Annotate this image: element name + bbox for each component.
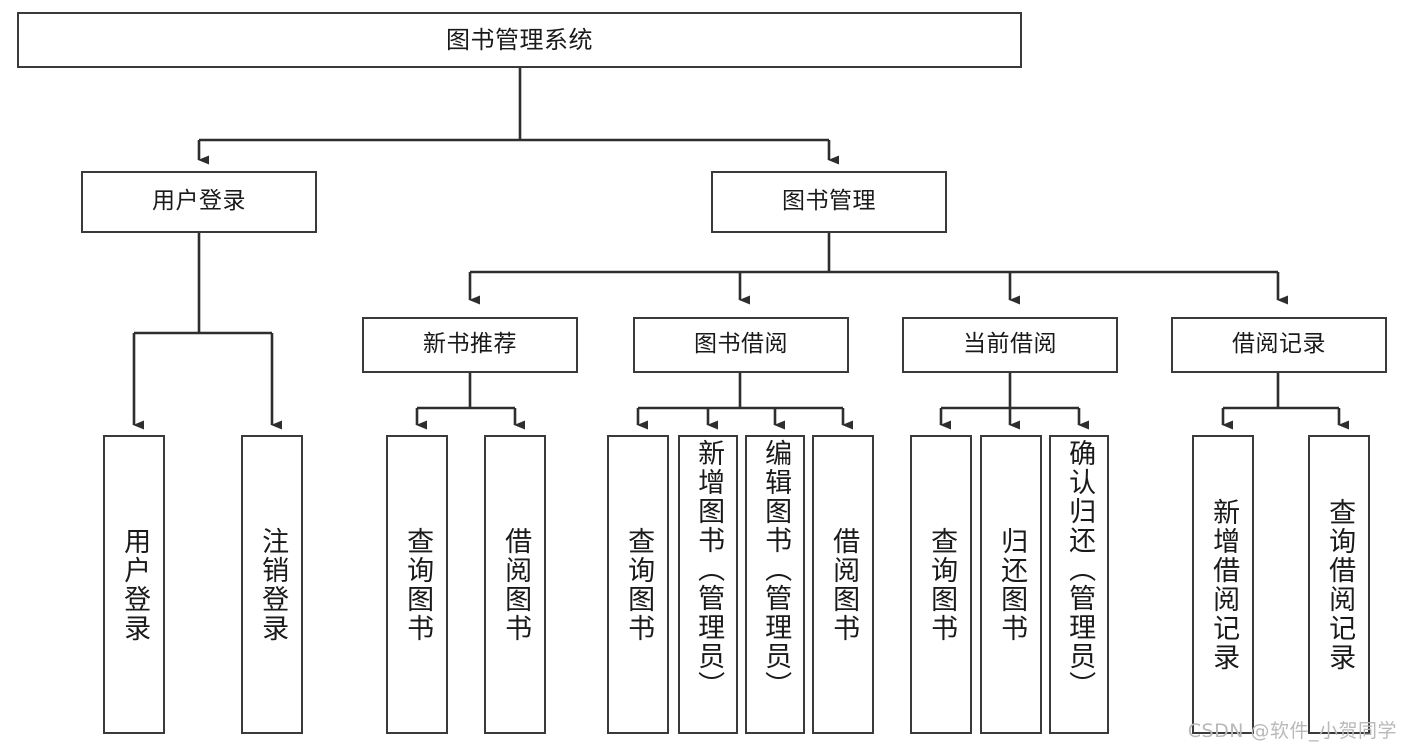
node-leaf-book-borrow-add[interactable]: 新增图书（管理员） xyxy=(678,435,738,734)
node-label: 用户登录 xyxy=(119,526,151,643)
node-label: 新书推荐 xyxy=(423,331,517,358)
node-label: 当前借阅 xyxy=(963,331,1057,358)
node-book-borrow[interactable]: 图书借阅 xyxy=(633,317,849,373)
node-leaf-user-login-login[interactable]: 用户登录 xyxy=(103,435,165,734)
node-label: 用户登录 xyxy=(152,188,246,215)
node-label: 查询图书 xyxy=(623,526,655,643)
node-book-management[interactable]: 图书管理 xyxy=(711,171,947,233)
node-label: 归还图书 xyxy=(996,526,1028,643)
node-label: 新增借阅记录 xyxy=(1208,497,1240,672)
node-root-system[interactable]: 图书管理系统 xyxy=(17,12,1022,68)
node-leaf-book-borrow-edit[interactable]: 编辑图书（管理员） xyxy=(745,435,805,734)
node-label: 确认归还（管理员） xyxy=(1064,439,1096,700)
node-leaf-borrow-record-add[interactable]: 新增借阅记录 xyxy=(1192,435,1254,734)
node-leaf-book-borrow-query[interactable]: 查询图书 xyxy=(607,435,669,734)
node-label: 查询图书 xyxy=(926,526,958,643)
node-label: 新增图书（管理员） xyxy=(693,439,725,700)
node-user-login[interactable]: 用户登录 xyxy=(81,171,317,233)
node-borrow-record[interactable]: 借阅记录 xyxy=(1171,317,1387,373)
node-label: 图书管理 xyxy=(782,188,876,215)
node-label: 借阅记录 xyxy=(1232,331,1326,358)
node-label: 编辑图书（管理员） xyxy=(760,439,792,700)
node-label: 图书管理系统 xyxy=(446,25,593,54)
node-label: 借阅图书 xyxy=(500,526,532,643)
node-label: 查询图书 xyxy=(402,526,434,643)
csdn-watermark: CSDN @软件_小贺同学 xyxy=(1187,720,1397,742)
node-label: 借阅图书 xyxy=(828,526,860,643)
node-leaf-borrow-record-query[interactable]: 查询借阅记录 xyxy=(1308,435,1370,734)
node-label: 注销登录 xyxy=(257,526,289,643)
node-leaf-book-borrow-borrow[interactable]: 借阅图书 xyxy=(812,435,874,734)
node-leaf-current-borrow-return[interactable]: 归还图书 xyxy=(980,435,1042,734)
node-label: 查询借阅记录 xyxy=(1324,497,1356,672)
node-leaf-current-borrow-query[interactable]: 查询图书 xyxy=(910,435,972,734)
node-leaf-new-book-borrow[interactable]: 借阅图书 xyxy=(484,435,546,734)
node-current-borrow[interactable]: 当前借阅 xyxy=(902,317,1118,373)
node-label: 图书借阅 xyxy=(694,331,788,358)
node-leaf-user-login-logout[interactable]: 注销登录 xyxy=(241,435,303,734)
node-leaf-current-borrow-confirm[interactable]: 确认归还（管理员） xyxy=(1049,435,1109,734)
node-new-book-recommend[interactable]: 新书推荐 xyxy=(362,317,578,373)
node-leaf-new-book-query[interactable]: 查询图书 xyxy=(386,435,448,734)
